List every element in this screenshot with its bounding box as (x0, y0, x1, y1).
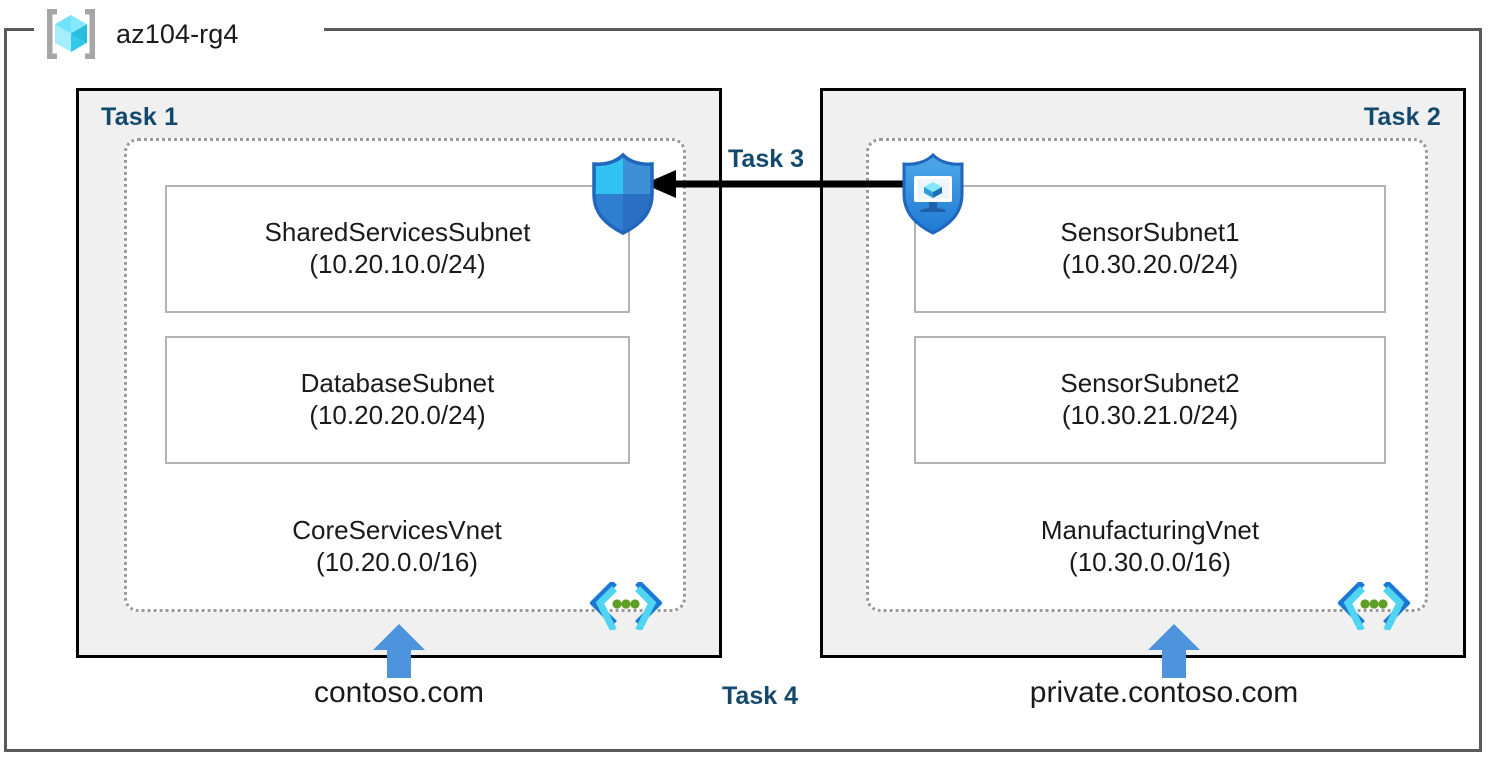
manufacturing-vnet-label: ManufacturingVnet (10.30.0.0/16) (914, 515, 1386, 578)
vm-shield-icon (895, 152, 971, 236)
subnet-sensor-1: SensorSubnet1 (10.30.20.0/24) (914, 185, 1386, 313)
virtual-network-icon (589, 580, 663, 632)
task-2-label: Task 2 (1363, 103, 1441, 131)
subnet-name: SensorSubnet1 (1060, 217, 1240, 248)
core-services-vnet-label: CoreServicesVnet (10.20.0.0/16) (164, 515, 630, 578)
subnet-database: DatabaseSubnet (10.20.20.0/24) (165, 336, 630, 464)
resource-group-title: az104-rg4 (40, 6, 238, 62)
subnet-cidr: (10.20.10.0/24) (309, 249, 486, 279)
vnet-name: ManufacturingVnet (1040, 515, 1260, 545)
vnet-name: CoreServicesVnet (292, 515, 502, 545)
subnet-name: SensorSubnet2 (1060, 368, 1240, 399)
subnet-cidr: (10.20.20.0/24) (309, 400, 486, 430)
task-3-connector-arrow (640, 168, 912, 200)
azure-resource-group-icon (40, 6, 102, 62)
subnet-cidr: (10.30.21.0/24) (1061, 400, 1239, 430)
dns-link-arrow-up-icon (1146, 622, 1202, 680)
subnet-cidr: (10.30.20.0/24) (1061, 249, 1239, 279)
dns-zone-contoso: contoso.com (313, 676, 485, 709)
dns-zone-private-contoso: private.contoso.com (1029, 676, 1299, 709)
subnet-shared-services: SharedServicesSubnet (10.20.10.0/24) (165, 185, 630, 313)
vnet-cidr: (10.30.0.0/16) (1069, 546, 1231, 577)
task-4-label: Task 4 (722, 682, 798, 710)
task-3-label: Task 3 (722, 145, 810, 174)
subnet-name: SharedServicesSubnet (264, 217, 531, 248)
task-1-label: Task 1 (101, 103, 179, 131)
virtual-network-icon (1337, 580, 1411, 632)
dns-link-arrow-up-icon (371, 622, 427, 680)
resource-group-frame (4, 28, 1482, 752)
subnet-sensor-2: SensorSubnet2 (10.30.21.0/24) (914, 336, 1386, 464)
vnet-cidr: (10.20.0.0/16) (316, 546, 478, 577)
subnet-name: DatabaseSubnet (300, 368, 495, 399)
network-security-group-shield-icon (585, 152, 661, 236)
resource-group-name: az104-rg4 (116, 18, 239, 49)
